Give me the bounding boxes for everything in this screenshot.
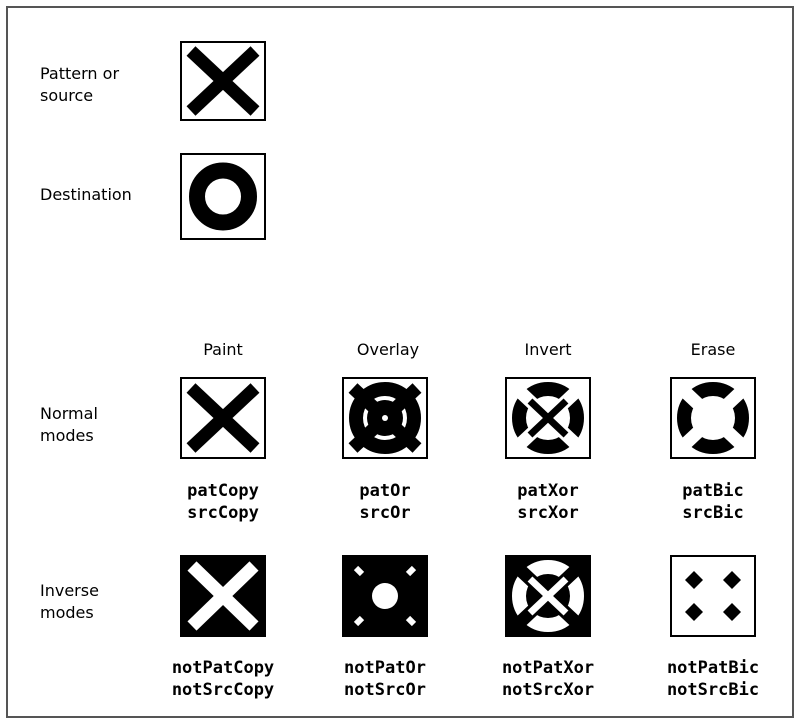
destination-tile [180, 153, 266, 240]
normal-modes-label: Normal modes [40, 403, 98, 447]
normal-erase-tile [670, 377, 756, 459]
column-header-invert: Invert [488, 340, 608, 359]
inverse-paint-tile [180, 555, 266, 637]
inverse-erase-tile [670, 555, 756, 637]
column-header-paint: Paint [163, 340, 283, 359]
inverse-overlay-tile [342, 555, 428, 637]
pattern-source-label: Pattern or source [40, 63, 119, 107]
normal-paint-tile [180, 377, 266, 459]
normal-overlay-tile [342, 377, 428, 459]
column-header-overlay: Overlay [328, 340, 448, 359]
pattern-source-tile [180, 41, 266, 121]
destination-label: Destination [40, 184, 132, 206]
column-header-erase: Erase [653, 340, 773, 359]
inverse-invert-tile [505, 555, 591, 637]
inverse-modes-label: Inverse modes [40, 580, 99, 624]
normal-invert-tile [505, 377, 591, 459]
